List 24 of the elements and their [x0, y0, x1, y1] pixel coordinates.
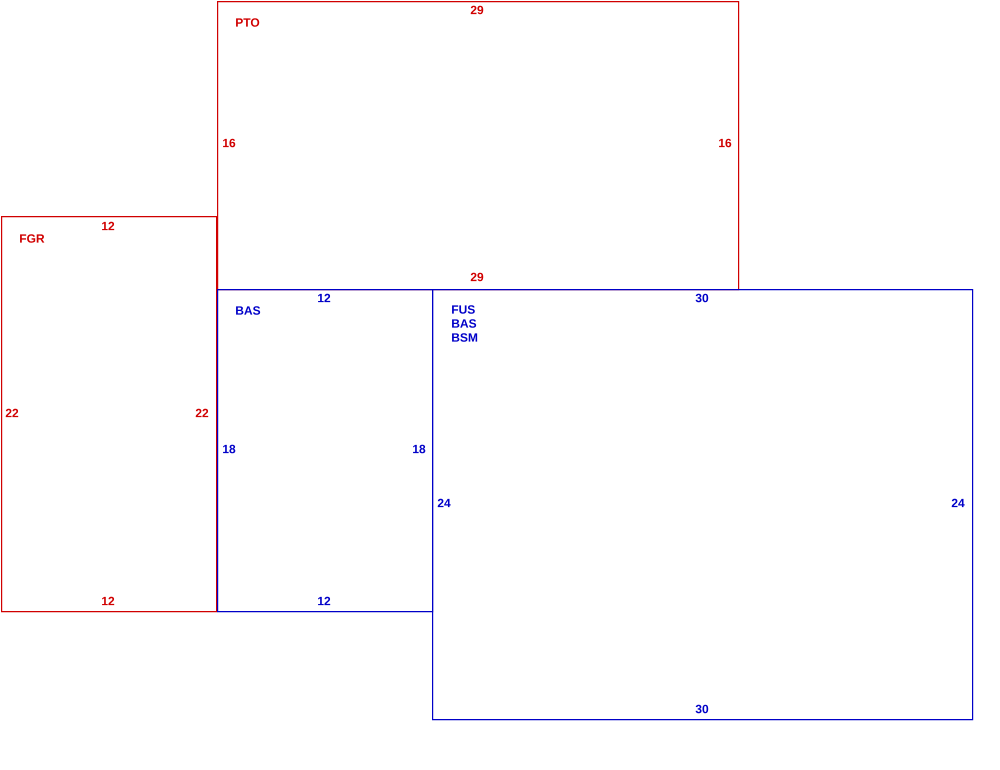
dimension-label: 16 [719, 138, 732, 148]
dimension-label: 18 [413, 444, 426, 454]
room-box [1, 216, 218, 612]
room-box [217, 1, 740, 290]
dimension-label: 30 [696, 704, 708, 714]
dimension-label: 24 [438, 498, 451, 508]
room-box [432, 289, 974, 720]
dimension-label: 12 [102, 596, 114, 606]
room-box [217, 289, 434, 612]
room-name: BAS [236, 306, 260, 315]
room-name: FUS BAS BSM [452, 305, 478, 342]
room-name: FGR [20, 234, 44, 243]
dimension-label: 16 [223, 138, 236, 148]
dimension-label: 12 [102, 222, 114, 230]
dimension-label: 12 [318, 596, 330, 606]
dimension-label: 18 [223, 444, 236, 454]
dimension-label: 29 [470, 6, 484, 14]
room-name: PTO [236, 18, 260, 27]
dimension-label: 30 [696, 294, 708, 302]
dimension-label: 22 [196, 408, 208, 418]
dimension-label: 29 [470, 272, 484, 282]
dimension-label: 12 [318, 294, 330, 302]
dimension-label: 22 [6, 408, 18, 418]
dimension-label: 24 [952, 498, 965, 508]
